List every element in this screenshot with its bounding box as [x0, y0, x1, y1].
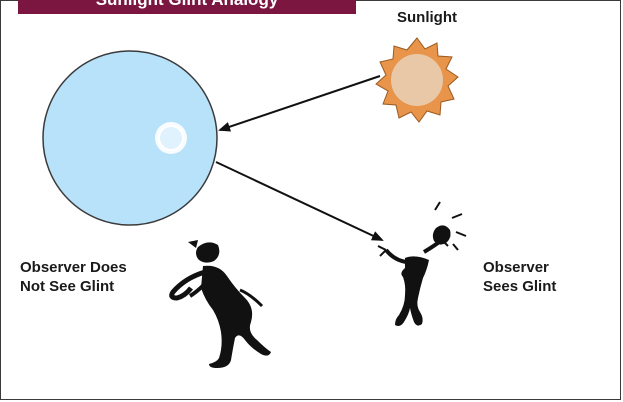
observer-sees-glint-label: Observer Sees Glint [483, 258, 556, 296]
glint-spot [155, 122, 187, 154]
observer-no-glint-label: Observer Does Not See Glint [20, 258, 127, 296]
sunlight-label: Sunlight [397, 8, 457, 27]
incoming-ray-arrow [220, 76, 380, 130]
sphere [43, 51, 217, 225]
sun-icon [376, 38, 458, 122]
observer-sees-glint-figure [378, 225, 451, 326]
observer-no-glint-figure [172, 240, 271, 368]
reflected-ray-arrow [216, 162, 382, 240]
